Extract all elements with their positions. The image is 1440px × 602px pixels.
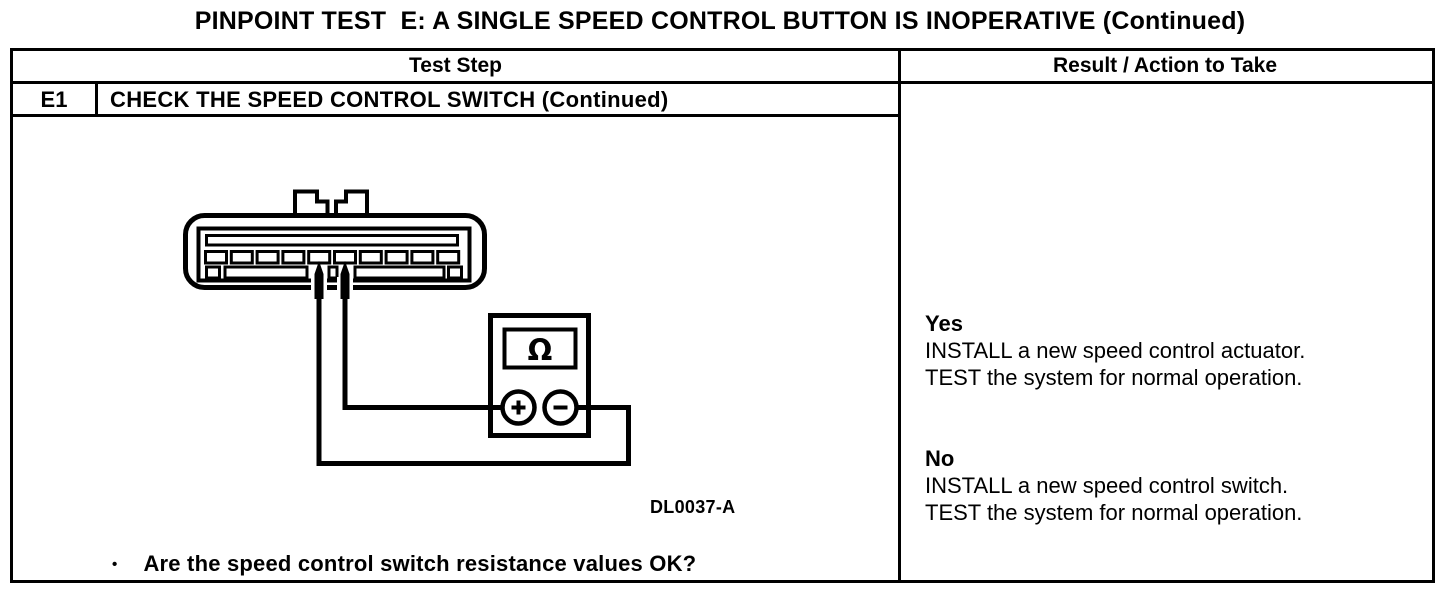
result-no-label: No — [925, 446, 955, 471]
negative-lead-wire — [316, 297, 631, 466]
step-question-text: Are the speed control switch resistance … — [143, 551, 697, 576]
probe-right-icon — [340, 261, 350, 299]
column-divider — [898, 51, 901, 580]
ohm-symbol: Ω — [528, 333, 553, 367]
connector-housing-icon — [183, 213, 487, 290]
step-row-border — [13, 114, 898, 117]
test-lead-wires — [316, 297, 631, 466]
bullet-icon: • — [112, 556, 118, 573]
connector-ohmmeter-diagram: Ω — [183, 189, 631, 466]
pinpoint-test-table: Test Step Result / Action to Take E1 CHE… — [10, 48, 1435, 583]
result-yes-label: Yes — [925, 311, 963, 336]
ohmmeter-display — [502, 327, 578, 370]
step-question: • Are the speed control switch resistance… — [112, 551, 892, 577]
connector-key-tabs-icon — [293, 189, 369, 216]
column-header-test-step: Test Step — [409, 54, 502, 77]
result-yes-block: Yes INSTALL a new speed control actuator… — [925, 310, 1420, 391]
result-no-line2: TEST the system for normal operation. — [925, 500, 1303, 525]
column-header-result-action: Result / Action to Take — [1052, 54, 1278, 77]
plus-glyph-icon — [511, 400, 526, 415]
result-no-block: No INSTALL a new speed control switch. T… — [925, 445, 1420, 526]
connector-lower-cavities — [205, 265, 463, 280]
result-yes-line1: INSTALL a new speed control actuator. — [925, 338, 1306, 363]
result-no-line1: INSTALL a new speed control switch. — [925, 473, 1289, 498]
result-yes-line2: TEST the system for normal operation. — [925, 365, 1303, 390]
step-title: CHECK THE SPEED CONTROL SWITCH (Continue… — [110, 87, 669, 112]
header-row-border — [13, 81, 1432, 84]
page-title: PINPOINT TEST E: A SINGLE SPEED CONTROL … — [194, 7, 1246, 35]
step-id-cell: E1 — [40, 87, 68, 112]
connector-pins — [204, 250, 461, 265]
positive-lead-wire — [342, 297, 520, 410]
step-id-divider — [95, 84, 98, 117]
probe-left-icon — [314, 261, 324, 299]
figure-code: DL0037-A — [650, 497, 736, 517]
